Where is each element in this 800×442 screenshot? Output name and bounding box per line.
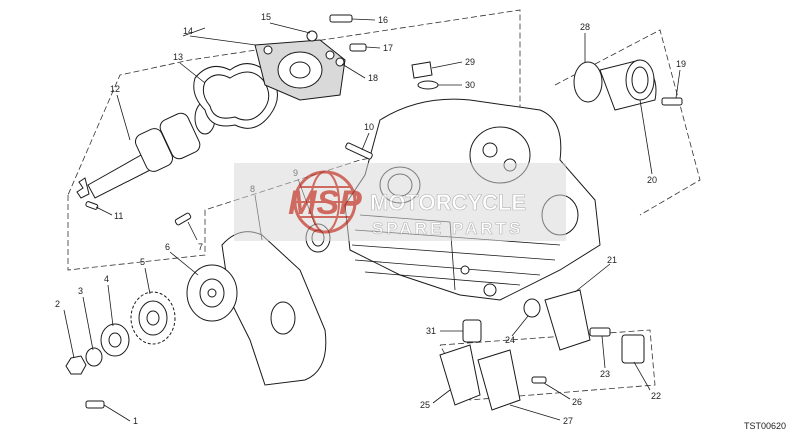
dowel-pin xyxy=(85,201,99,210)
pulley xyxy=(186,264,238,322)
callout-17: 17 xyxy=(383,43,393,53)
cap-washer xyxy=(417,80,439,90)
assembly-boundary-top xyxy=(67,9,521,271)
sprocket xyxy=(130,291,176,345)
bracket-21 xyxy=(544,289,591,351)
o-ring-24 xyxy=(523,298,541,318)
callout-6: 6 xyxy=(165,242,170,252)
callout-22: 22 xyxy=(651,391,661,401)
callout-12: 12 xyxy=(110,84,120,94)
callout-7: 7 xyxy=(198,242,203,252)
watermark-line1: MOTORCYCLE xyxy=(370,190,526,215)
watermark-logo-text: MSP xyxy=(288,184,362,222)
callout-16: 16 xyxy=(378,15,388,25)
callout-27: 27 xyxy=(563,416,573,426)
callout-3: 3 xyxy=(78,286,83,296)
callout-10: 10 xyxy=(364,122,374,132)
intake-manifold xyxy=(573,59,657,111)
callout-2: 2 xyxy=(55,299,60,309)
watermark-band xyxy=(234,163,566,241)
callout-14: 14 xyxy=(183,26,193,36)
watermark: MSP MOTORCYCLE SPARE PARTS xyxy=(234,163,566,241)
callout-24: 24 xyxy=(505,335,515,345)
connector-22 xyxy=(621,334,645,364)
callout-29: 29 xyxy=(465,57,475,67)
callout-23: 23 xyxy=(600,369,610,379)
nut xyxy=(65,355,87,375)
gasket-25 xyxy=(439,344,481,406)
screw-26 xyxy=(531,376,547,384)
callout-21: 21 xyxy=(607,255,617,265)
assembly-boundary-right xyxy=(554,29,701,216)
bolt-1 xyxy=(85,400,105,409)
callout-labels: 1 2 3 4 5 6 7 8 9 10 11 12 13 14 15 16 1… xyxy=(55,12,686,426)
bolt-small xyxy=(349,43,367,52)
manifold-bolt xyxy=(661,97,683,106)
washer-top xyxy=(306,30,318,42)
watermark-line2: SPARE PARTS xyxy=(372,219,523,238)
washer-small xyxy=(335,57,345,67)
callout-18: 18 xyxy=(368,73,378,83)
callout-19: 19 xyxy=(676,59,686,69)
bush xyxy=(462,319,482,343)
callout-11: 11 xyxy=(114,211,123,221)
callout-31: 31 xyxy=(426,326,436,336)
callout-20: 20 xyxy=(647,175,657,185)
callout-1: 1 xyxy=(133,416,138,426)
document-code: TST00620 xyxy=(743,421,786,431)
callout-4: 4 xyxy=(104,274,109,284)
callout-5: 5 xyxy=(140,257,145,267)
bolt-top xyxy=(329,14,353,23)
stud xyxy=(345,142,373,160)
globe-logo-icon xyxy=(293,170,357,234)
callout-15: 15 xyxy=(261,12,271,22)
screw-7 xyxy=(174,212,192,226)
callout-28: 28 xyxy=(580,22,590,32)
callout-26: 26 xyxy=(572,397,582,407)
plate-27 xyxy=(477,349,521,411)
head-cover xyxy=(254,39,346,101)
callout-25: 25 xyxy=(420,400,430,410)
callout-13: 13 xyxy=(173,52,183,62)
screw-23 xyxy=(589,327,611,337)
callout-30: 30 xyxy=(465,80,475,90)
cap xyxy=(411,61,433,79)
washer-3 xyxy=(85,347,103,367)
camshaft xyxy=(76,101,216,199)
